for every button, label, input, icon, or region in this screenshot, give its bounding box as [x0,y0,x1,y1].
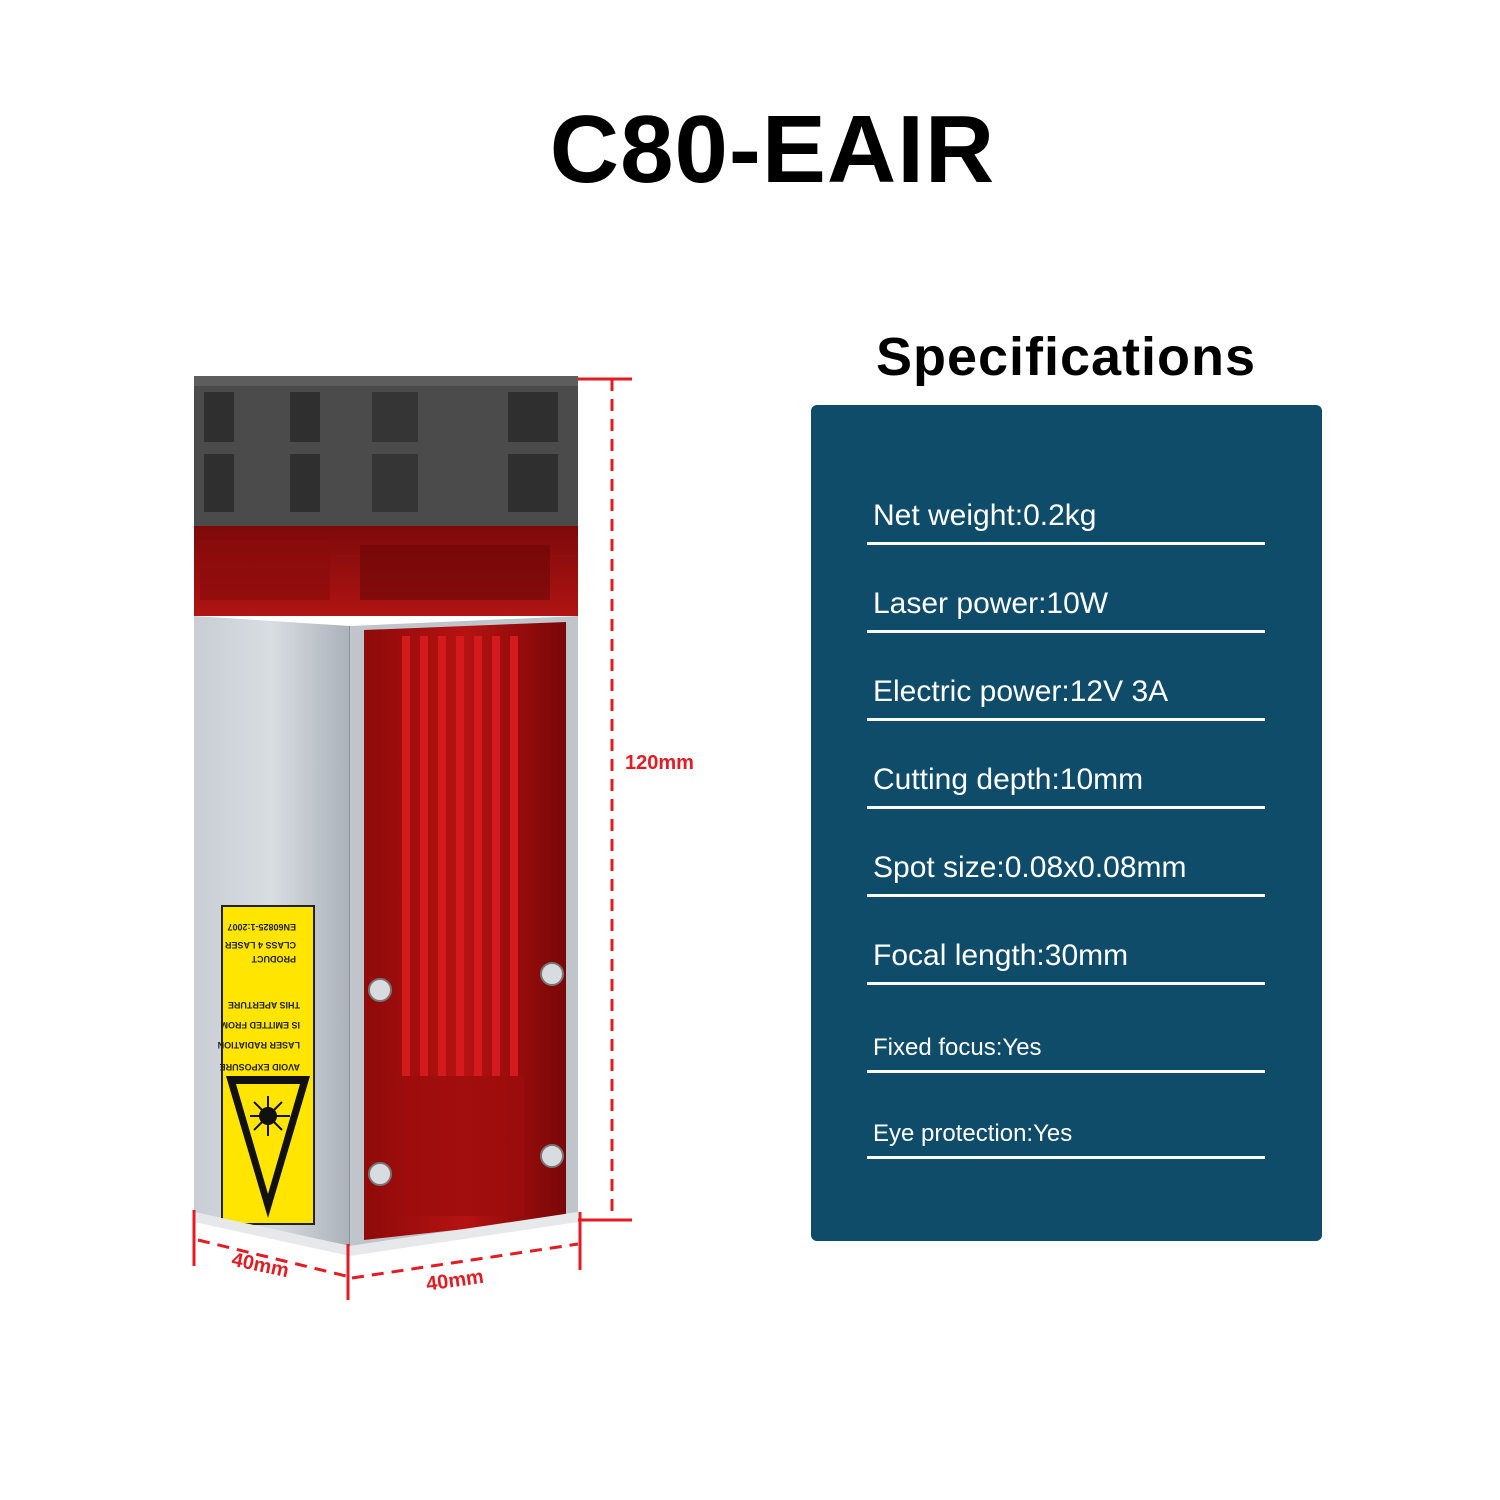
warning-line-4: AVOID EXPOSURE [220,1062,300,1072]
depth-label: 40mm [425,1266,485,1296]
specifications-panel: Net weight:0.2kg Laser power:10W Electri… [811,405,1322,1241]
warning-line-1: EN60825-1:2007 [227,922,296,932]
product-title: C80-EAIR [549,96,996,203]
red-cover-top [194,526,578,616]
width-dimension [192,1210,350,1300]
spec-spot-size: Spot size:0.08x0.08mm [867,851,1265,897]
width-label: 40mm [230,1249,291,1283]
height-dimension [578,377,632,1222]
fan-housing [194,376,578,526]
warning-line-3: PRODUCT [251,954,296,964]
warning-line-2: CLASS 4 LASER [224,940,296,950]
spec-eye-protection: Eye protection:Yes [867,1119,1265,1159]
laser-warning-label: EN60825-1:2007 CLASS 4 LASER PRODUCT AVO… [218,905,315,1225]
spec-cutting-depth: Cutting depth:10mm [867,763,1265,809]
depth-dimension [351,1212,582,1280]
height-label: 120mm [625,752,694,774]
specifications-heading: Specifications [875,327,1257,387]
warning-line-7: THIS APERTURE [228,1000,300,1010]
red-front-panel [350,616,578,1246]
spec-laser-power: Laser power:10W [867,587,1265,633]
laser-module-illustration: EN60825-1:2007 CLASS 4 LASER PRODUCT AVO… [192,376,694,1300]
warning-line-6: IS EMITTED FROM [221,1020,301,1030]
spec-electric-power: Electric power:12V 3A [867,675,1265,721]
warning-line-5: LASER RADIATION [218,1040,300,1050]
spec-fixed-focus: Fixed focus:Yes [867,1033,1265,1073]
spec-net-weight: Net weight:0.2kg [867,499,1265,545]
spec-focal-length: Focal length:30mm [867,939,1265,985]
